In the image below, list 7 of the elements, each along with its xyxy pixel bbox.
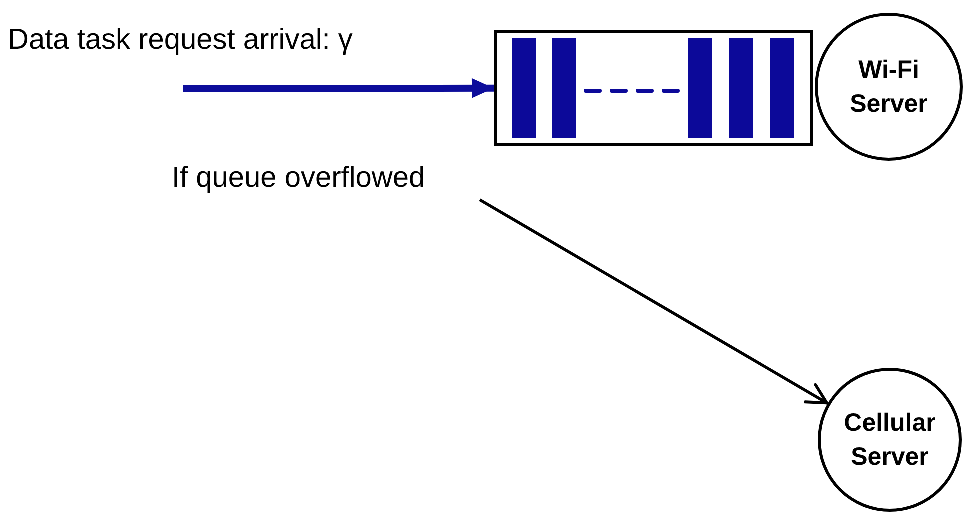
condition-text: If queue overflowed [172, 158, 490, 200]
edge-label: Data task request arrival: γ [8, 23, 353, 58]
server-label: Cellular Server [843, 408, 937, 473]
queue-box [494, 30, 813, 146]
arrow [479, 198, 829, 405]
arrow [183, 78, 494, 98]
server-label: Wi-Fi Server [849, 55, 929, 120]
